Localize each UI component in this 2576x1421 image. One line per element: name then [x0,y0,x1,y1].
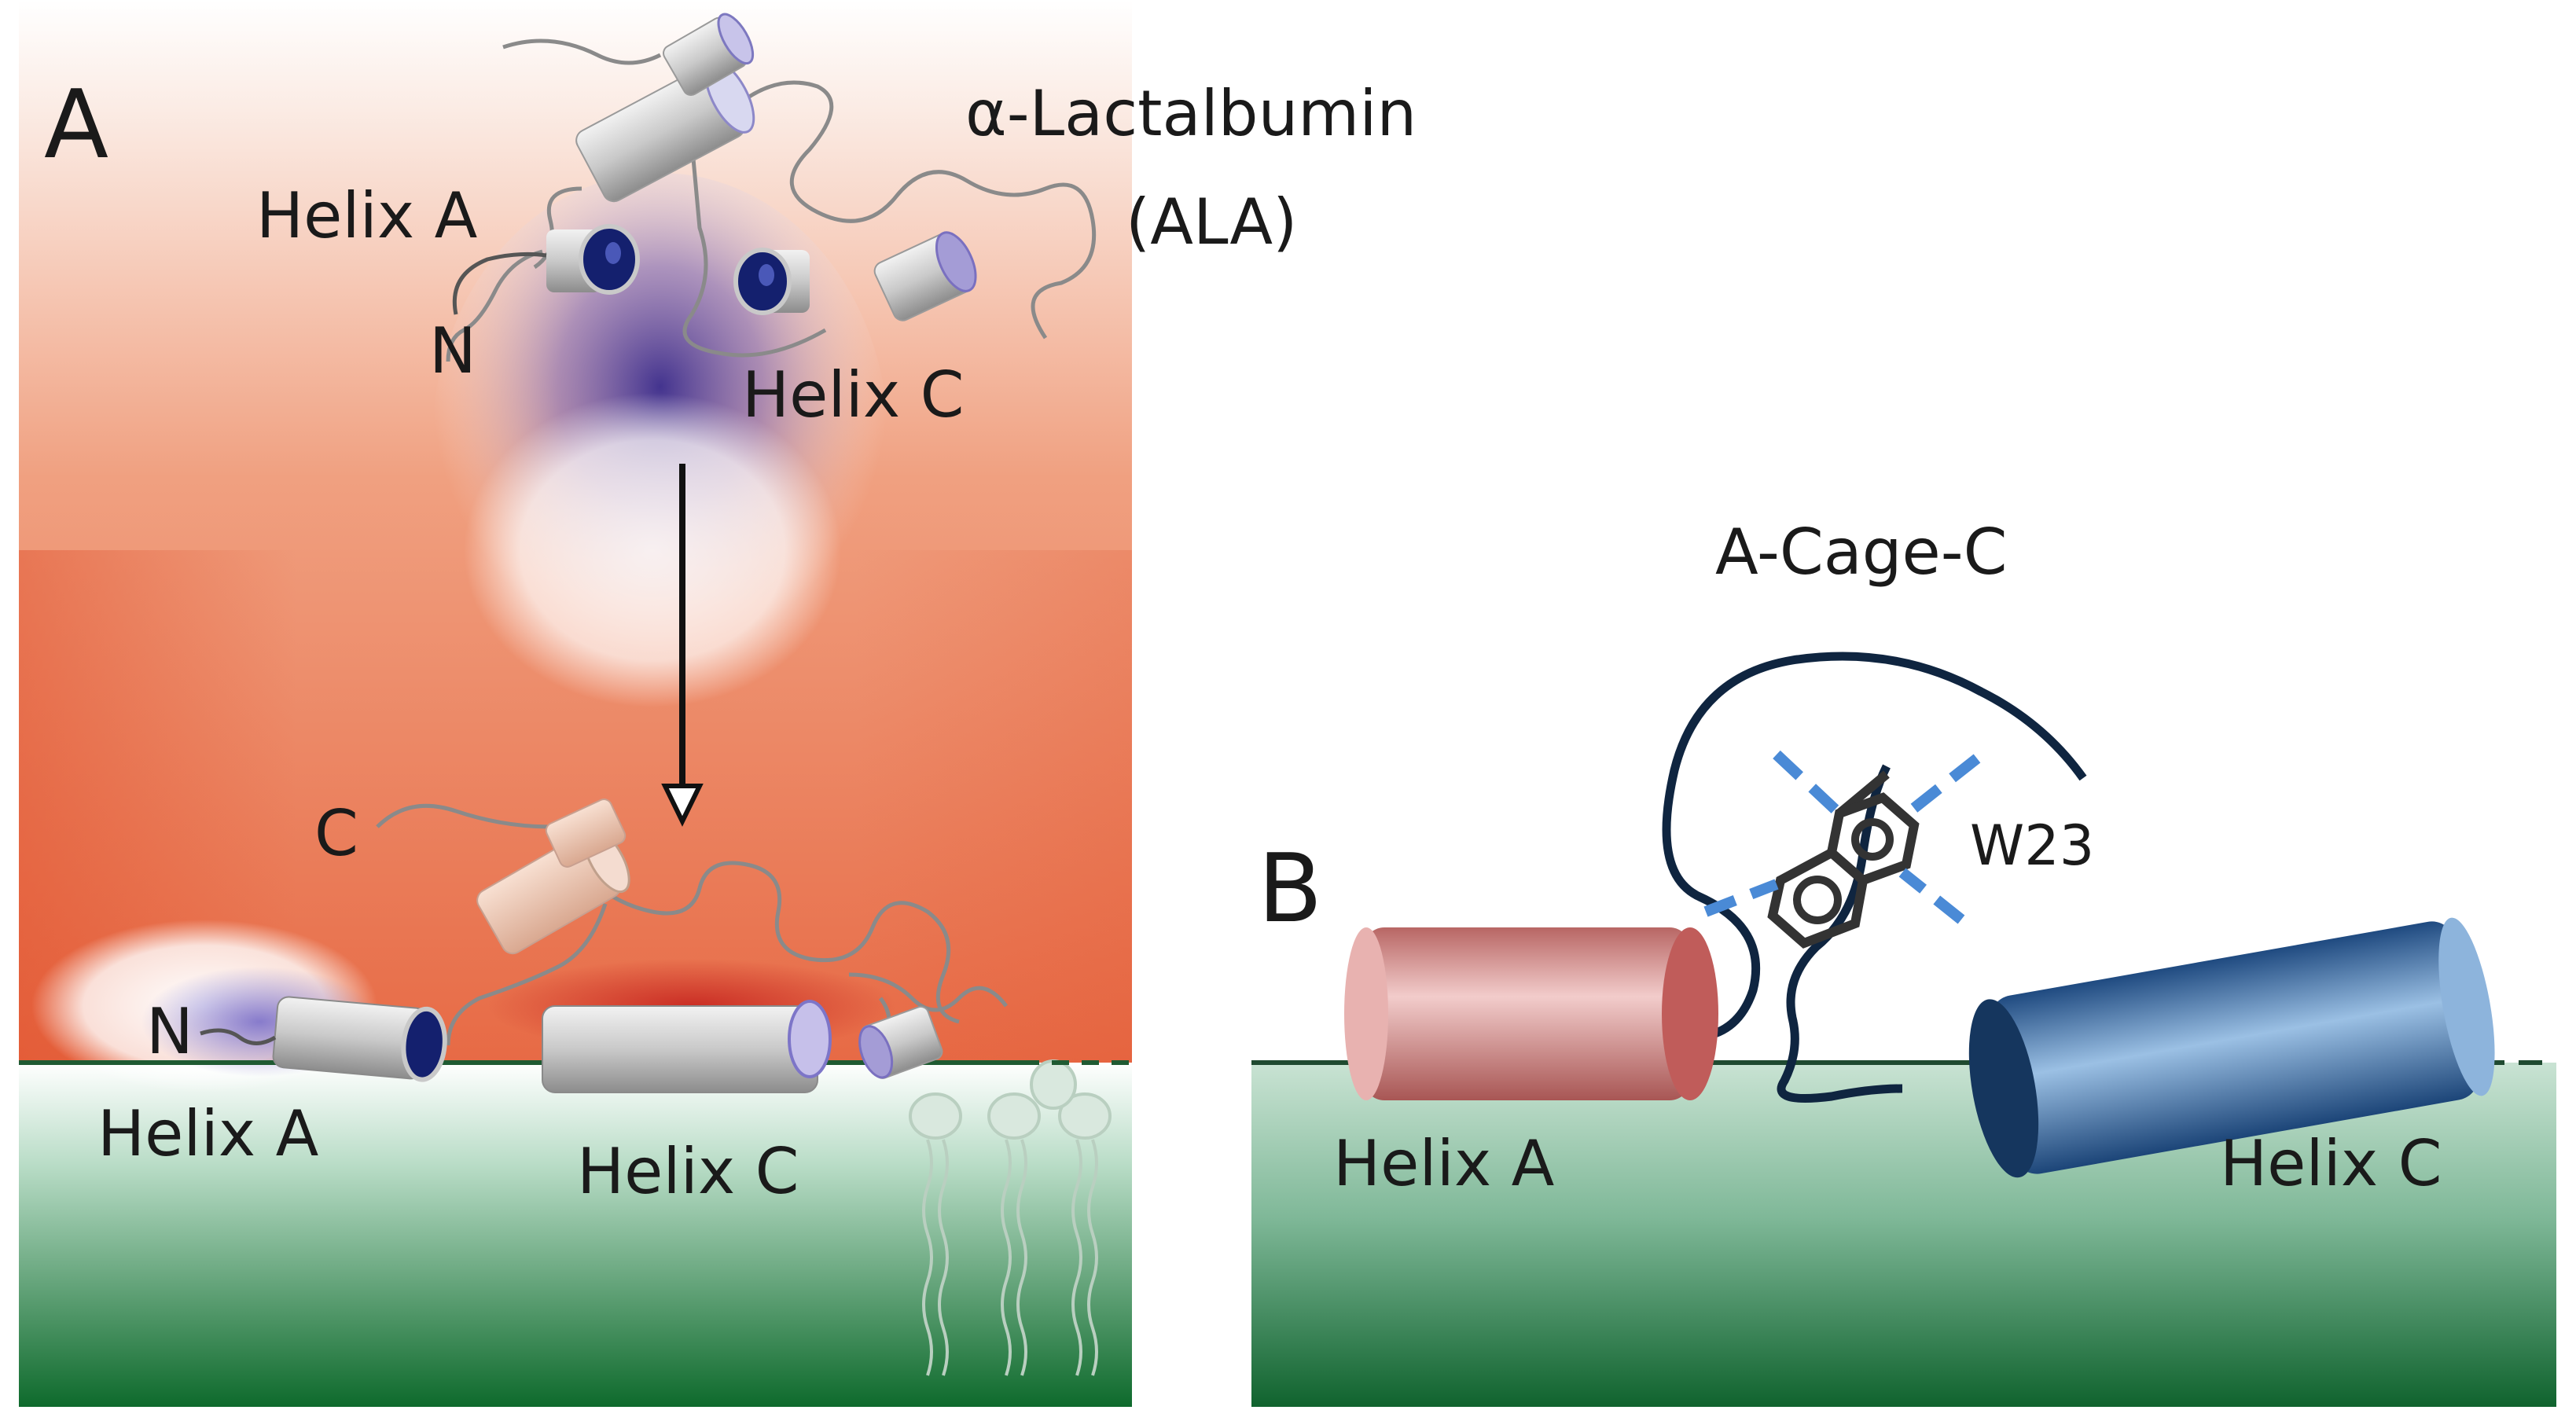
free-protein [446,13,1097,362]
bottom-helix-c-label: Helix C [577,1135,799,1208]
top-helix-c-label: Helix C [742,358,964,431]
binding-arrow [661,464,704,827]
bottom-helix-a-label: Helix A [97,1097,319,1170]
protein-name-label: α-Lactalbumin [965,77,1417,150]
w23-residue-label: W23 [1970,813,2094,878]
panel-b-helix-c-label: Helix C [2220,1127,2442,1200]
electrostatic-neutral-blob [464,393,841,707]
bottom-n-terminus-label: N [146,995,193,1068]
bound-protein [200,799,1008,1093]
n-terminus-tail [200,1028,277,1045]
protein-abbreviation-label: (ALA) [1126,185,1297,259]
helix-cylinder-gray [663,13,755,96]
top-helix-a-label: Helix A [256,179,478,252]
helix-a-bound [272,996,447,1082]
helix-cylinder-small [858,1005,943,1079]
panel-b-letter: B [1258,835,1322,944]
helix-c-bound [542,1000,832,1093]
protein-backbone-coil [446,39,1097,362]
helix-a-cylinder-red [1344,927,1718,1100]
panel-a: A α-Lactalbumin (ALA) Helix A Helix C N … [19,0,1417,1407]
cage-title-label: A-Cage-C [1715,516,2007,589]
top-n-terminus-label: N [429,314,476,387]
panel-b-helix-a-label: Helix A [1333,1127,1555,1200]
panel-a-letter: A [44,71,108,180]
tryptophan-w23 [1767,770,1920,949]
helix-c-end-on [733,248,810,315]
panel-b: B A-Cage-C W23 Helix A Helix C [1251,516,2556,1407]
helix-c-cylinder-blue [1968,917,2495,1178]
protein-backbone-coil [376,803,1008,1063]
helix-cylinder-pink [545,799,627,868]
helix-a-end-on [546,224,640,295]
bottom-c-terminus-label: C [314,797,358,870]
helix-cylinder-gray [873,231,977,321]
benzene-ring [1767,846,1869,949]
top-n-terminus-tail [452,252,547,315]
cage-interactions [1703,750,1981,924]
lipid-molecules [909,1059,1112,1376]
